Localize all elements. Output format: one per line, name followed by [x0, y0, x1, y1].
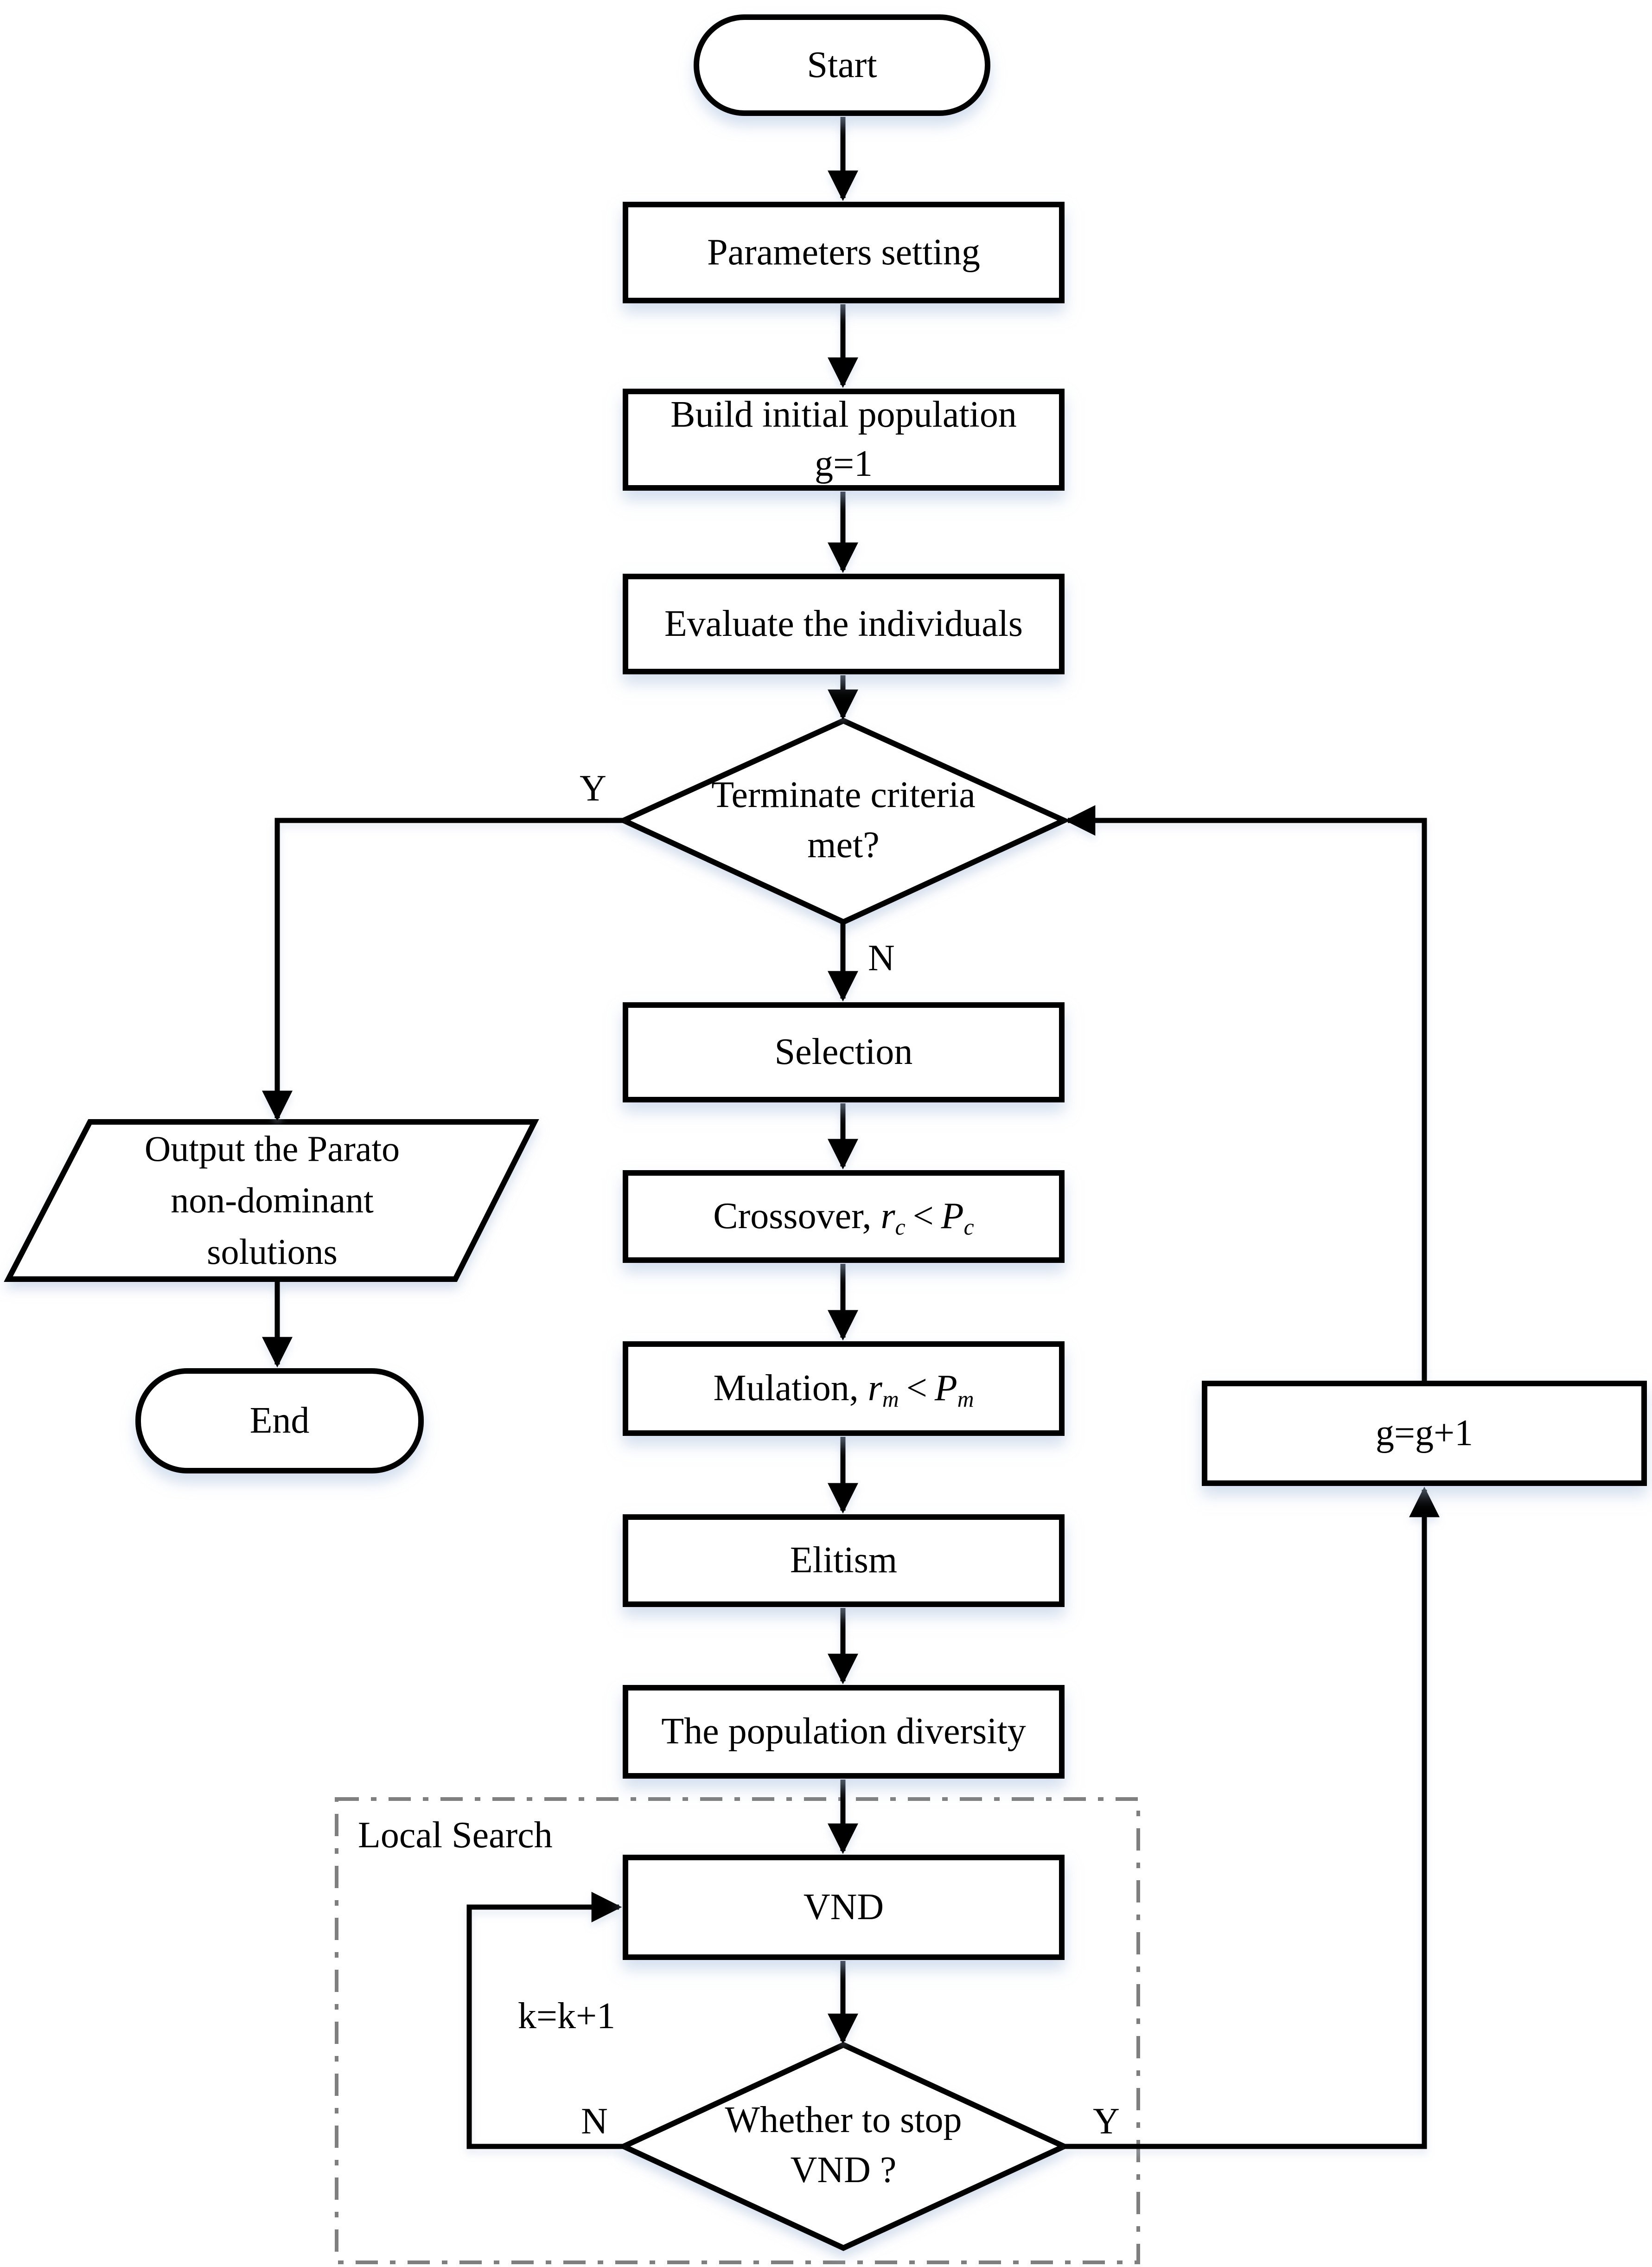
- connector-whether-no-loop-to-vnd: [466, 1892, 624, 2149]
- parameters-label: Parameters setting: [707, 231, 980, 273]
- whether-line2: VND ?: [790, 2150, 897, 2190]
- mutation-prob: P: [934, 1368, 957, 1409]
- node-vnd: VND: [623, 1855, 1065, 1960]
- crossover-operator: <: [912, 1196, 934, 1237]
- mutation-var: r: [867, 1368, 882, 1409]
- node-selection: Selection: [623, 1002, 1065, 1102]
- connector-terminate-yes-to-output: [262, 818, 624, 1121]
- vnd-label: VND: [803, 1886, 884, 1928]
- output-line1: Output the Parato: [144, 1128, 400, 1169]
- output-line3: solutions: [207, 1231, 338, 1272]
- diversity-label: The population diversity: [661, 1711, 1026, 1752]
- crossover-var: r: [880, 1196, 895, 1237]
- mutation-label: Mulation, rm<Pm: [713, 1364, 974, 1413]
- label-local-search: Local Search: [358, 1815, 553, 1856]
- crossover-var-sub: c: [895, 1214, 906, 1240]
- terminate-line1: Terminate criteria: [711, 775, 976, 815]
- label-k-increment: k=k+1: [517, 1996, 616, 2036]
- node-build-initial-population: Build initial population g=1: [623, 389, 1065, 491]
- node-start: Start: [694, 14, 990, 116]
- build-line2: g=1: [814, 443, 873, 484]
- selection-label: Selection: [774, 1031, 913, 1073]
- node-output-pareto: Output the Parato non-dominant solutions: [145, 1123, 400, 1277]
- node-parameters-setting: Parameters setting: [623, 202, 1065, 303]
- node-elitism: Elitism: [623, 1514, 1065, 1607]
- mutation-var-sub: m: [882, 1386, 899, 1412]
- output-line2: non-dominant: [171, 1179, 374, 1220]
- increment-g-label: g=g+1: [1375, 1412, 1473, 1454]
- crossover-prob-sub: c: [963, 1214, 974, 1240]
- terminate-line2: met?: [807, 825, 880, 865]
- end-label: End: [249, 1400, 310, 1441]
- decision-terminate-criteria: Terminate criteria met?: [711, 770, 976, 870]
- start-label: Start: [807, 44, 877, 85]
- node-end: End: [135, 1368, 424, 1473]
- label-no-terminate: N: [868, 938, 895, 979]
- label-yes-vnd: Y: [1093, 2101, 1120, 2142]
- local-search-container: [335, 1797, 1140, 2264]
- connector-increment-g-to-terminate: [1065, 805, 1427, 1381]
- label-yes-terminate: Y: [580, 768, 606, 809]
- node-mutation: Mulation, rm<Pm: [623, 1341, 1065, 1436]
- connector-whether-yes-to-increment-g: [1064, 1486, 1440, 2149]
- output-parallelogram-shape: [4, 1119, 539, 1282]
- evaluate-label: Evaluate the individuals: [664, 603, 1023, 644]
- node-population-diversity: The population diversity: [623, 1685, 1065, 1779]
- mutation-prob-sub: m: [957, 1386, 974, 1412]
- label-no-vnd: N: [581, 2101, 608, 2142]
- build-line1: Build initial population: [670, 394, 1017, 435]
- whether-line1: Whether to stop: [725, 2100, 962, 2140]
- elitism-label: Elitism: [790, 1540, 898, 1581]
- decision-whether-stop-vnd: Whether to stop VND ?: [725, 2095, 962, 2195]
- whether-stop-vnd-decision-shape: [617, 2042, 1071, 2251]
- crossover-prefix: Crossover,: [713, 1196, 881, 1237]
- node-evaluate-individuals: Evaluate the individuals: [623, 574, 1065, 674]
- mutation-prefix: Mulation,: [713, 1368, 868, 1409]
- mutation-operator: <: [906, 1368, 927, 1409]
- crossover-label: Crossover, rc<Pc: [713, 1192, 974, 1241]
- node-increment-generation: g=g+1: [1202, 1381, 1647, 1486]
- node-crossover: Crossover, rc<Pc: [623, 1170, 1065, 1263]
- crossover-prob: P: [941, 1196, 964, 1237]
